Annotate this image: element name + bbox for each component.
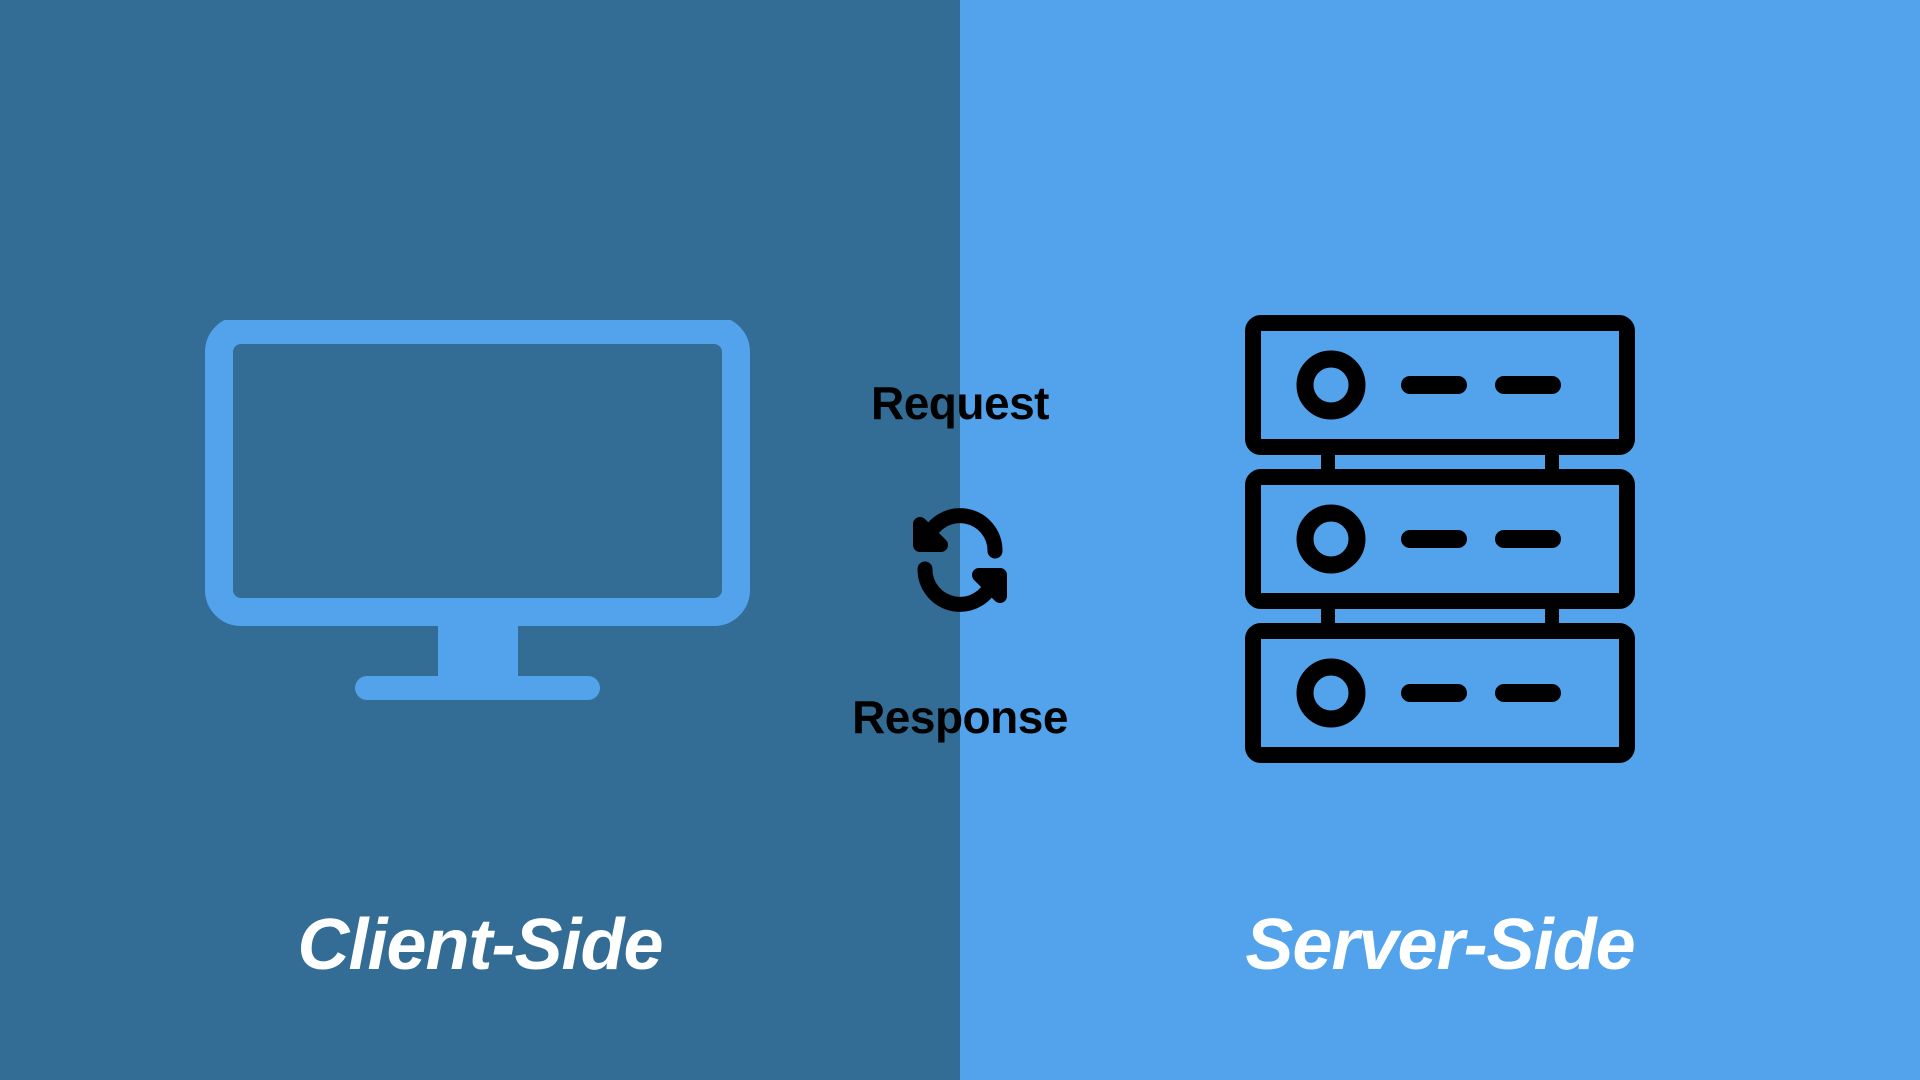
request-label: Request	[871, 377, 1049, 429]
client-side-caption: Client-Side	[297, 905, 663, 985]
server-vent-slot	[1401, 684, 1467, 702]
server-status-led	[1296, 504, 1366, 574]
server-unit	[1245, 469, 1635, 609]
server-unit	[1245, 623, 1635, 763]
sync-refresh-icon	[901, 501, 1019, 619]
sync-refresh-svg	[913, 508, 1007, 612]
server-rack-svg	[1245, 315, 1635, 763]
monitor-bezel	[205, 316, 750, 626]
server-unit	[1245, 315, 1635, 455]
server-vent-slot	[1401, 530, 1467, 548]
sync-arrowhead-top	[913, 517, 948, 552]
server-status-led	[1296, 350, 1366, 420]
server-status-led	[1296, 658, 1366, 728]
server-vent-slot	[1495, 376, 1561, 394]
response-label: Response	[852, 691, 1068, 743]
server-vent-slot	[1495, 530, 1561, 548]
desktop-monitor-svg	[205, 316, 750, 700]
server-rack-icon	[1245, 315, 1635, 765]
server-vent-slot	[1495, 684, 1561, 702]
request-response-exchange: Request Response	[760, 380, 1160, 740]
client-side-panel	[0, 0, 960, 1080]
server-side-caption: Server-Side	[1245, 905, 1635, 985]
sync-arrowhead-bottom	[972, 568, 1007, 603]
desktop-monitor-icon	[205, 316, 750, 770]
server-vent-slot	[1401, 376, 1467, 394]
monitor-stand-base	[355, 676, 600, 700]
